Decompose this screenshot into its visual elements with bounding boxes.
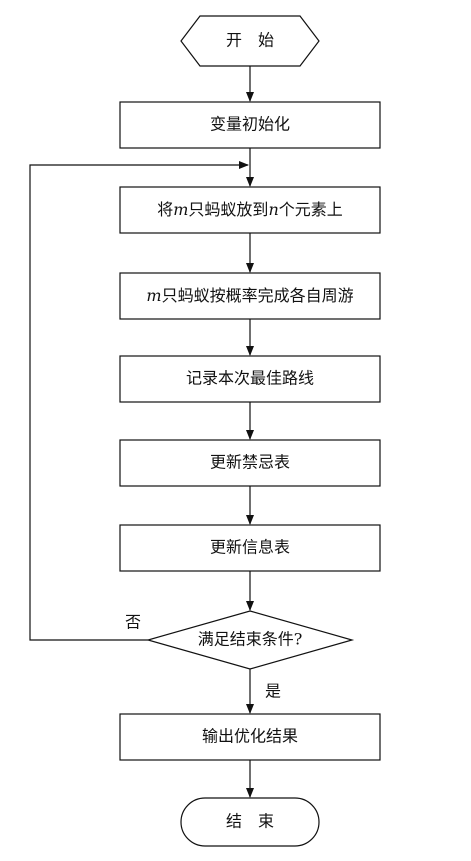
step-output-result-label: 输出优化结果 [202, 727, 298, 746]
step-ants-tour-label: m只蚂蚁按概率完成各自周游 [146, 286, 353, 305]
step-place-ants-label: 将m只蚂蚁放到n个元素上 [157, 200, 343, 219]
step-update-info-table-label: 更新信息表 [210, 538, 290, 557]
step-record-best-route-label: 记录本次最佳路线 [186, 369, 314, 388]
decision-label: 满足结束条件? [198, 630, 303, 649]
step-record-best-route: 记录本次最佳路线 [119, 355, 381, 403]
decision-end-condition: 满足结束条件? [145, 610, 355, 670]
yes-label: 是 [265, 682, 281, 701]
step-update-info-table: 更新信息表 [119, 524, 381, 572]
step-ants-tour: m只蚂蚁按概率完成各自周游 [119, 272, 381, 320]
step-update-tabu-table-label: 更新禁忌表 [210, 453, 290, 472]
start-label: 开 始 [226, 31, 274, 50]
step-place-ants: 将m只蚂蚁放到n个元素上 [119, 186, 381, 234]
end-node: 结 束 [180, 797, 320, 847]
arrow-loop-back [29, 161, 249, 641]
step-init-variables-label: 变量初始化 [210, 115, 290, 134]
step-output-result: 输出优化结果 [119, 713, 381, 761]
no-label: 否 [125, 613, 141, 632]
end-label: 结 束 [226, 812, 274, 831]
step-init-variables: 变量初始化 [119, 101, 381, 149]
start-node: 开 始 [180, 15, 320, 67]
step-update-tabu-table: 更新禁忌表 [119, 439, 381, 487]
